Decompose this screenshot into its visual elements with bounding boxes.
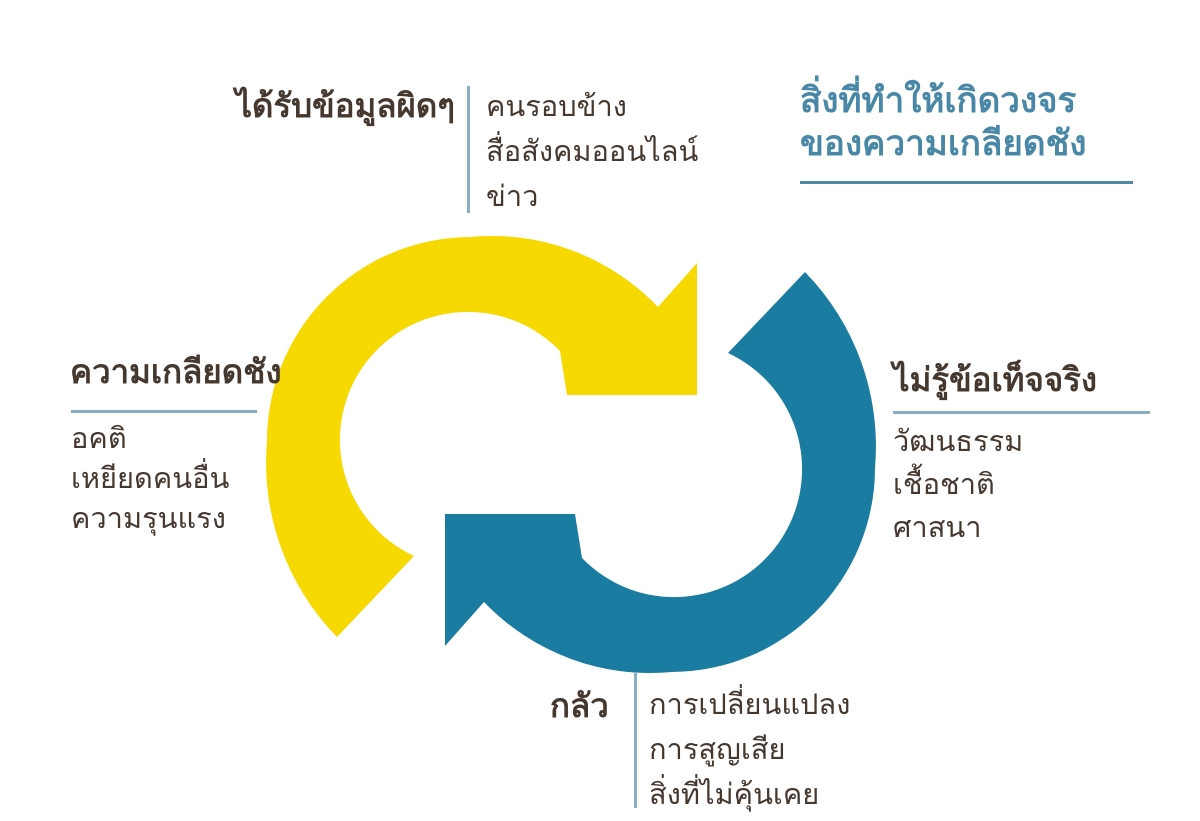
page-title-line1: สิ่งที่ทำให้เกิดวงจร xyxy=(800,81,1077,121)
fear-list: การเปลี่ยนแปลง การสูญเสีย สิ่งที่ไม่คุ้น… xyxy=(649,682,850,817)
page-title: สิ่งที่ทำให้เกิดวงจร ของความเกลียดชัง xyxy=(800,80,1087,166)
ignorance-item: เชื้อชาติ xyxy=(893,467,995,501)
misinformation-item: สื่อสังคมออนไลน์ xyxy=(486,134,699,168)
ignorance-list: วัฒนธรรม เชื้อชาติ ศาสนา xyxy=(893,420,1023,549)
misinformation-list: คนรอบข้าง สื่อสังคมออนไลน์ ข่าว xyxy=(486,84,698,219)
fear-item: สิ่งที่ไม่คุ้นเคย xyxy=(649,777,820,811)
ignorance-underline xyxy=(893,411,1150,414)
hatred-header: ความเกลียดชัง xyxy=(70,352,282,391)
yellow-arrow xyxy=(266,235,697,637)
fear-item: การเปลี่ยนแปลง xyxy=(649,687,851,721)
ignorance-header: ไม่รู้ข้อเท็จจริง xyxy=(893,360,1097,399)
fear-header: กลัว xyxy=(550,686,609,725)
hatred-item: อคติ xyxy=(71,421,127,455)
title-underline xyxy=(800,181,1133,184)
ignorance-item: ศาสนา xyxy=(893,510,982,544)
misinformation-item: ข่าว xyxy=(486,179,539,213)
misinformation-header: ได้รับข้อมูลผิดๆ xyxy=(235,86,455,125)
misinformation-divider xyxy=(467,86,470,213)
hatred-item: ความรุนแรง xyxy=(71,501,226,535)
hatred-item: เหยียดคนอื่น xyxy=(71,461,230,495)
misinformation-item: คนรอบข้าง xyxy=(486,89,627,123)
hatred-list: อคติ เหยียดคนอื่น ความรุนแรง xyxy=(71,418,229,538)
ignorance-item: วัฒนธรรม xyxy=(893,424,1024,458)
hatred-underline xyxy=(71,410,257,413)
blue-arrow xyxy=(445,272,876,674)
fear-item: การสูญเสีย xyxy=(649,732,786,766)
page-title-line2: ของความเกลียดชัง xyxy=(800,124,1087,164)
fear-divider xyxy=(634,672,637,808)
